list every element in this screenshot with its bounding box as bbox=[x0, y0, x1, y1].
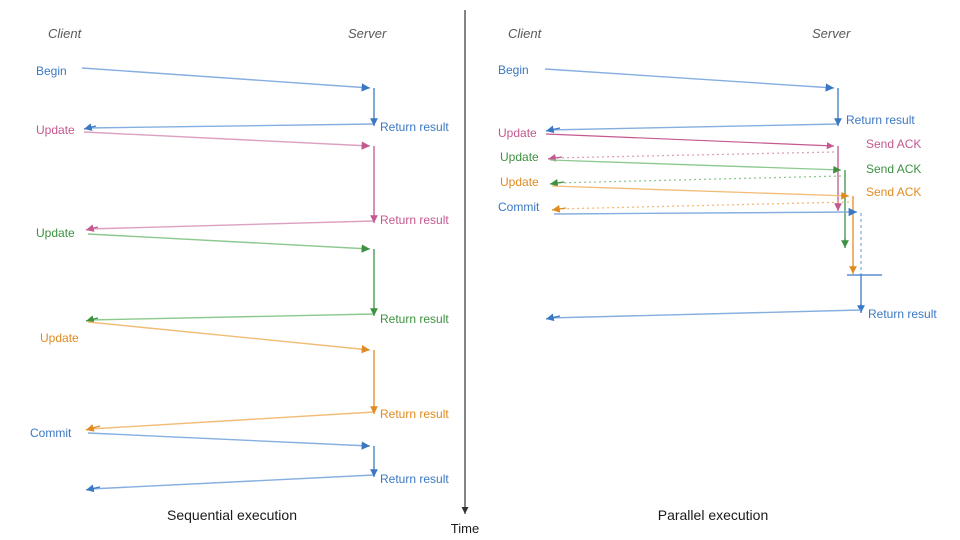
label-par-begin-response: Return result bbox=[846, 113, 915, 127]
message-par-commit[interactable]: Commit Return result bbox=[498, 200, 937, 322]
label-seq-update-2-request: Update bbox=[36, 226, 75, 240]
label-seq-begin-response: Return result bbox=[380, 120, 449, 134]
label-par-commit-response: Return result bbox=[868, 307, 937, 321]
label-seq-update-1-request: Update bbox=[36, 123, 75, 137]
lane-label-server-parallel: Server bbox=[812, 26, 851, 41]
panel-parallel: Client Server Begin Return result Update… bbox=[498, 26, 937, 523]
label-par-update-3-response: Send ACK bbox=[866, 185, 921, 199]
message-par-update-1[interactable]: Update Send ACK bbox=[498, 126, 921, 211]
label-seq-commit-request: Commit bbox=[30, 426, 72, 440]
label-par-update-1-request: Update bbox=[498, 126, 537, 140]
message-par-update-3[interactable]: Update Send ACK bbox=[500, 175, 921, 274]
message-par-begin[interactable]: Begin Return result bbox=[498, 63, 915, 134]
label-par-update-1-response: Send ACK bbox=[866, 137, 921, 151]
caption-parallel: Parallel execution bbox=[658, 507, 769, 523]
message-seq-update-1[interactable]: Update Return result bbox=[36, 123, 449, 232]
label-seq-begin-request: Begin bbox=[36, 64, 67, 78]
caption-sequential: Sequential execution bbox=[167, 507, 297, 523]
label-par-update-2-request: Update bbox=[500, 150, 539, 164]
label-par-update-2-response: Send ACK bbox=[866, 162, 921, 176]
message-seq-begin[interactable]: Begin Return result bbox=[36, 64, 449, 134]
message-seq-update-3[interactable]: Update Return result bbox=[40, 321, 449, 432]
lane-label-server: Server bbox=[348, 26, 387, 41]
message-seq-update-2[interactable]: Update Return result bbox=[36, 226, 449, 326]
label-par-begin-request: Begin bbox=[498, 63, 529, 77]
label-seq-update-3-response: Return result bbox=[380, 407, 449, 421]
lane-label-client-parallel: Client bbox=[508, 26, 543, 41]
message-par-update-2[interactable]: Update Send ACK bbox=[500, 150, 921, 248]
panel-sequential: Client Server Begin Return result Update… bbox=[30, 26, 449, 523]
message-seq-commit[interactable]: Commit Return result bbox=[30, 426, 449, 493]
label-seq-update-2-response: Return result bbox=[380, 312, 449, 326]
label-seq-commit-response: Return result bbox=[380, 472, 449, 486]
label-par-update-3-request: Update bbox=[500, 175, 539, 189]
lane-label-client: Client bbox=[48, 26, 83, 41]
label-seq-update-1-response: Return result bbox=[380, 213, 449, 227]
label-par-commit-request: Commit bbox=[498, 200, 540, 214]
time-axis-label: Time bbox=[451, 521, 479, 536]
label-seq-update-3-request: Update bbox=[40, 331, 79, 345]
